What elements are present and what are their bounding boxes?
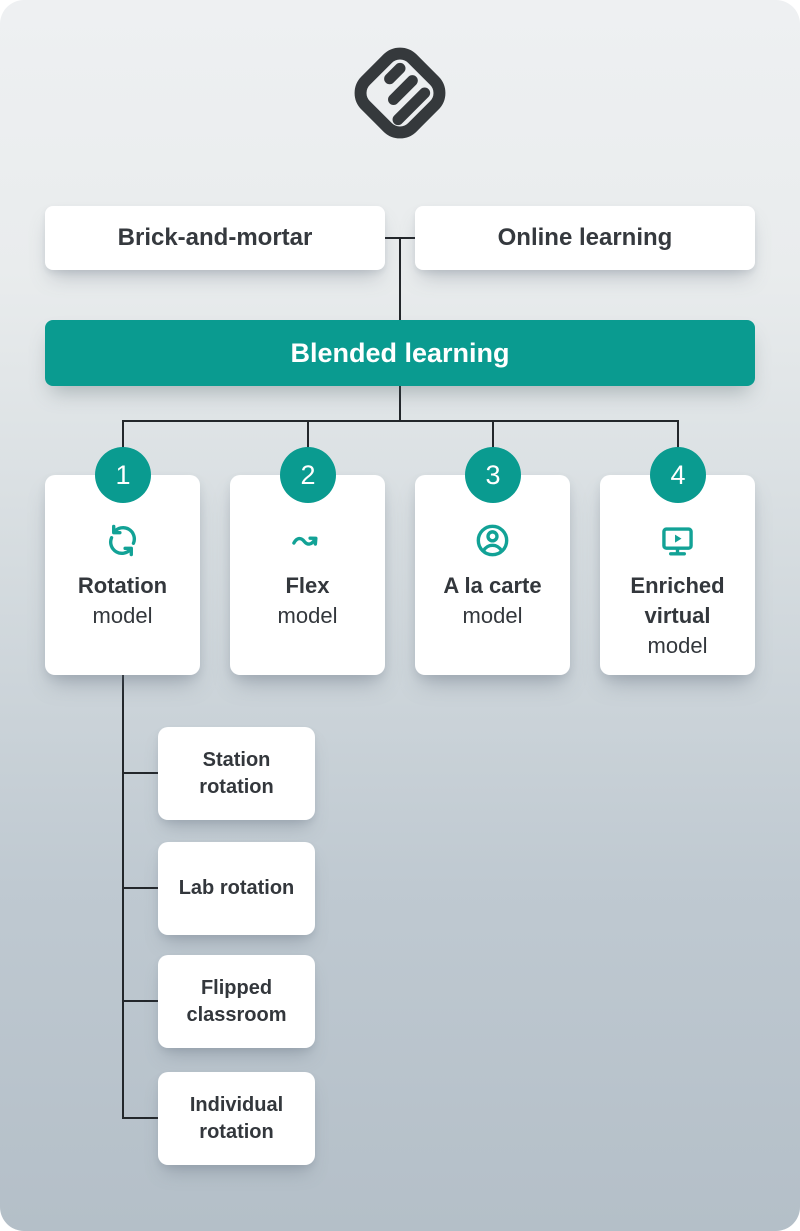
card-flex-suffix: model — [277, 603, 338, 628]
card-rotation-name: Rotation — [77, 573, 168, 598]
connector-rotation-trunk — [122, 675, 124, 1118]
node-station-rotation-label: Station rotation — [199, 748, 274, 798]
card-rotation-suffix: model — [92, 603, 153, 628]
node-flipped-classroom: Flipped classroom — [158, 955, 315, 1048]
model-3-number: 3 — [485, 459, 501, 490]
node-brick-and-mortar: Brick-and-mortar — [45, 206, 385, 270]
card-flex-title: Flex model — [278, 571, 338, 631]
card-rotation-model: Rotation model — [45, 475, 200, 675]
user-circle-icon — [474, 521, 511, 559]
node-lab-rotation-label: Lab rotation — [178, 877, 295, 899]
card-enriched-virtual-suffix: model — [647, 633, 708, 658]
connector-branch-individual — [122, 1117, 158, 1119]
connector-branch-lab — [122, 887, 158, 889]
connector-roots-to-banner — [399, 237, 401, 321]
card-a-la-carte-model: A la carte model — [415, 475, 570, 675]
card-enriched-virtual-model: Enriched virtual model — [600, 475, 755, 675]
node-online-learning: Online learning — [415, 206, 755, 270]
node-station-rotation: Station rotation — [158, 727, 315, 820]
monitor-play-icon — [659, 521, 696, 559]
sync-rotation-arrows-icon — [104, 521, 141, 559]
connector-stub-model-3 — [492, 420, 494, 448]
node-flipped-classroom-label: Flipped classroom — [186, 976, 287, 1026]
connector-models-horizontal — [122, 420, 678, 422]
card-flex-model: Flex model — [230, 475, 385, 675]
card-a-la-carte-suffix: model — [462, 603, 523, 628]
banner-blended-learning: Blended learning — [45, 320, 755, 386]
model-2-number-badge: 2 — [280, 447, 336, 503]
model-4-number: 4 — [670, 459, 686, 490]
model-1-number-badge: 1 — [95, 447, 151, 503]
connector-branch-station — [122, 772, 158, 774]
card-enriched-virtual-title: Enriched virtual model — [609, 571, 746, 661]
card-enriched-virtual-name: Enriched virtual — [630, 573, 725, 628]
model-1-number: 1 — [115, 459, 131, 490]
brand-logo-diamond-icon — [354, 47, 446, 139]
banner-label: Blended learning — [290, 337, 510, 368]
connector-stub-model-1 — [122, 420, 124, 448]
connector-stub-model-4 — [677, 420, 679, 448]
node-online-learning-label: Online learning — [497, 224, 673, 251]
node-brick-and-mortar-label: Brick-and-mortar — [117, 224, 313, 251]
card-a-la-carte-title: A la carte model — [443, 571, 541, 631]
connector-stub-model-2 — [307, 420, 309, 448]
connector-banner-down — [399, 386, 401, 421]
model-4-number-badge: 4 — [650, 447, 706, 503]
node-lab-rotation: Lab rotation — [158, 842, 315, 935]
connector-branch-flipped — [122, 1000, 158, 1002]
model-2-number: 2 — [300, 459, 316, 490]
model-3-number-badge: 3 — [465, 447, 521, 503]
node-individual-rotation-label: Individual rotation — [189, 1093, 284, 1143]
wavy-arrow-icon — [289, 521, 326, 559]
card-rotation-title: Rotation model — [78, 571, 167, 631]
card-a-la-carte-name: A la carte — [443, 573, 542, 598]
card-flex-name: Flex — [285, 573, 330, 598]
node-individual-rotation: Individual rotation — [158, 1072, 315, 1165]
